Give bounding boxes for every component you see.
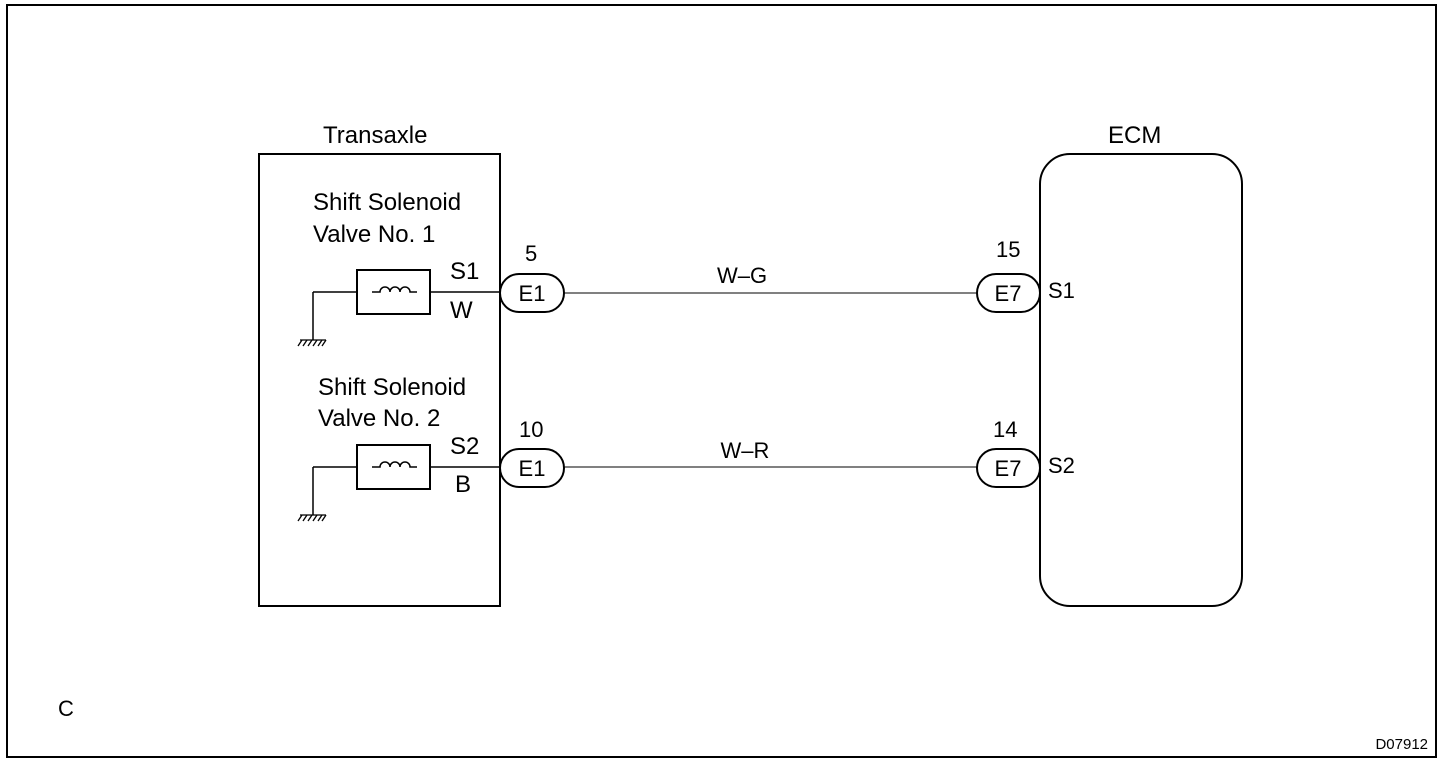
circuit-2: 10 E1 W–R 14 E7 — [499, 417, 1041, 488]
ecm-box — [1039, 153, 1243, 607]
wire-2-color: W–R — [721, 438, 770, 463]
valve-2-terminal: S2 — [450, 433, 479, 460]
valve-2-name-line1: Shift Solenoid — [318, 374, 466, 401]
valve-2-name-line2: Valve No. 2 — [318, 405, 440, 432]
coil-1-icon — [372, 286, 417, 293]
figure-code: D07912 — [1375, 736, 1428, 753]
circuit-1-from-pin: 5 — [525, 241, 537, 266]
ecm-terminal-s1: S1 — [1048, 278, 1075, 303]
valve-1-terminal: S1 — [450, 258, 479, 285]
connector-e7-upper-label: E7 — [995, 281, 1022, 306]
solenoid-1-box — [356, 269, 431, 315]
valve-1-name-line2: Valve No. 1 — [313, 221, 435, 248]
circuit-2-from-pin: 10 — [519, 417, 543, 442]
shift-solenoid-valve-2: Shift Solenoid Valve No. 2 S2 B — [297, 374, 500, 522]
shift-solenoid-valve-1: Shift Solenoid Valve No. 1 S1 W — [297, 189, 500, 347]
circuit-1: 5 E1 W–G 15 E7 — [499, 237, 1041, 313]
coil-2-icon — [372, 461, 417, 468]
circuit-1-to-pin: 15 — [996, 237, 1020, 262]
valve-2-wire-color: B — [455, 471, 471, 498]
wire-1-color: W–G — [717, 263, 767, 288]
valve-1-name-line1: Shift Solenoid — [313, 189, 461, 216]
connector-e1-lower — [499, 448, 565, 488]
ground-2-icon — [297, 514, 327, 522]
ground-1-icon — [297, 339, 327, 347]
valve-1-wire-color: W — [450, 297, 473, 324]
connector-e1-lower-label: E1 — [519, 456, 546, 481]
connector-e7-lower-label: E7 — [995, 456, 1022, 481]
transaxle-title: Transaxle — [323, 122, 427, 149]
ecm-terminal-s2: S2 — [1048, 453, 1075, 478]
corner-mark: C — [58, 696, 74, 721]
diagram-frame — [6, 4, 1437, 758]
solenoid-2-box — [356, 444, 431, 490]
ecm-title: ECM — [1108, 122, 1161, 149]
connector-e1-upper-label: E1 — [519, 281, 546, 306]
transaxle-box — [258, 153, 501, 607]
circuit-2-to-pin: 14 — [993, 417, 1017, 442]
